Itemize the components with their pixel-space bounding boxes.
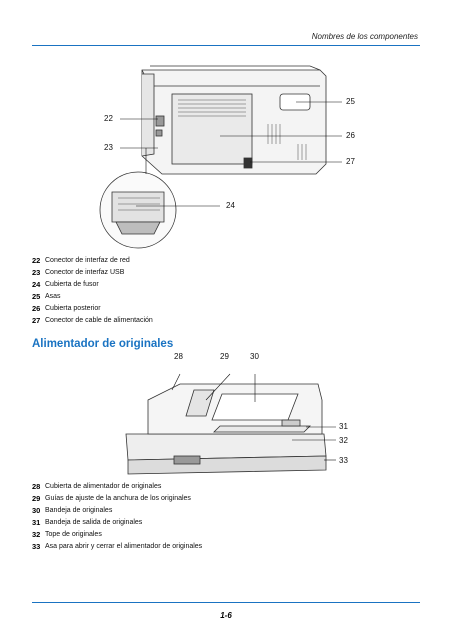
callout-23: 23 bbox=[104, 143, 113, 152]
callout-22: 22 bbox=[104, 114, 113, 123]
document-feeder-illustration: 28 29 30 31 32 33 bbox=[110, 352, 370, 480]
callout-29: 29 bbox=[220, 352, 229, 361]
callout-31: 31 bbox=[339, 422, 348, 431]
callout-33: 33 bbox=[339, 456, 348, 465]
callout-32: 32 bbox=[339, 436, 348, 445]
callout-27: 27 bbox=[346, 157, 355, 166]
printer-rear-illustration: 22 23 24 25 26 27 bbox=[80, 64, 380, 254]
page-number: 1-6 bbox=[220, 611, 232, 620]
callout-24: 24 bbox=[226, 201, 235, 210]
section-title: Alimentador de originales bbox=[32, 338, 174, 350]
callout-30: 30 bbox=[250, 352, 259, 361]
printer-rear-drawing bbox=[99, 65, 342, 249]
callout-28: 28 bbox=[174, 352, 183, 361]
callout-25: 25 bbox=[346, 97, 355, 106]
header-rule bbox=[32, 45, 420, 46]
document-feeder-drawing bbox=[125, 373, 336, 475]
footer-rule bbox=[32, 602, 420, 603]
header-title: Nombres de los componentes bbox=[311, 32, 418, 41]
callout-26: 26 bbox=[346, 131, 355, 140]
